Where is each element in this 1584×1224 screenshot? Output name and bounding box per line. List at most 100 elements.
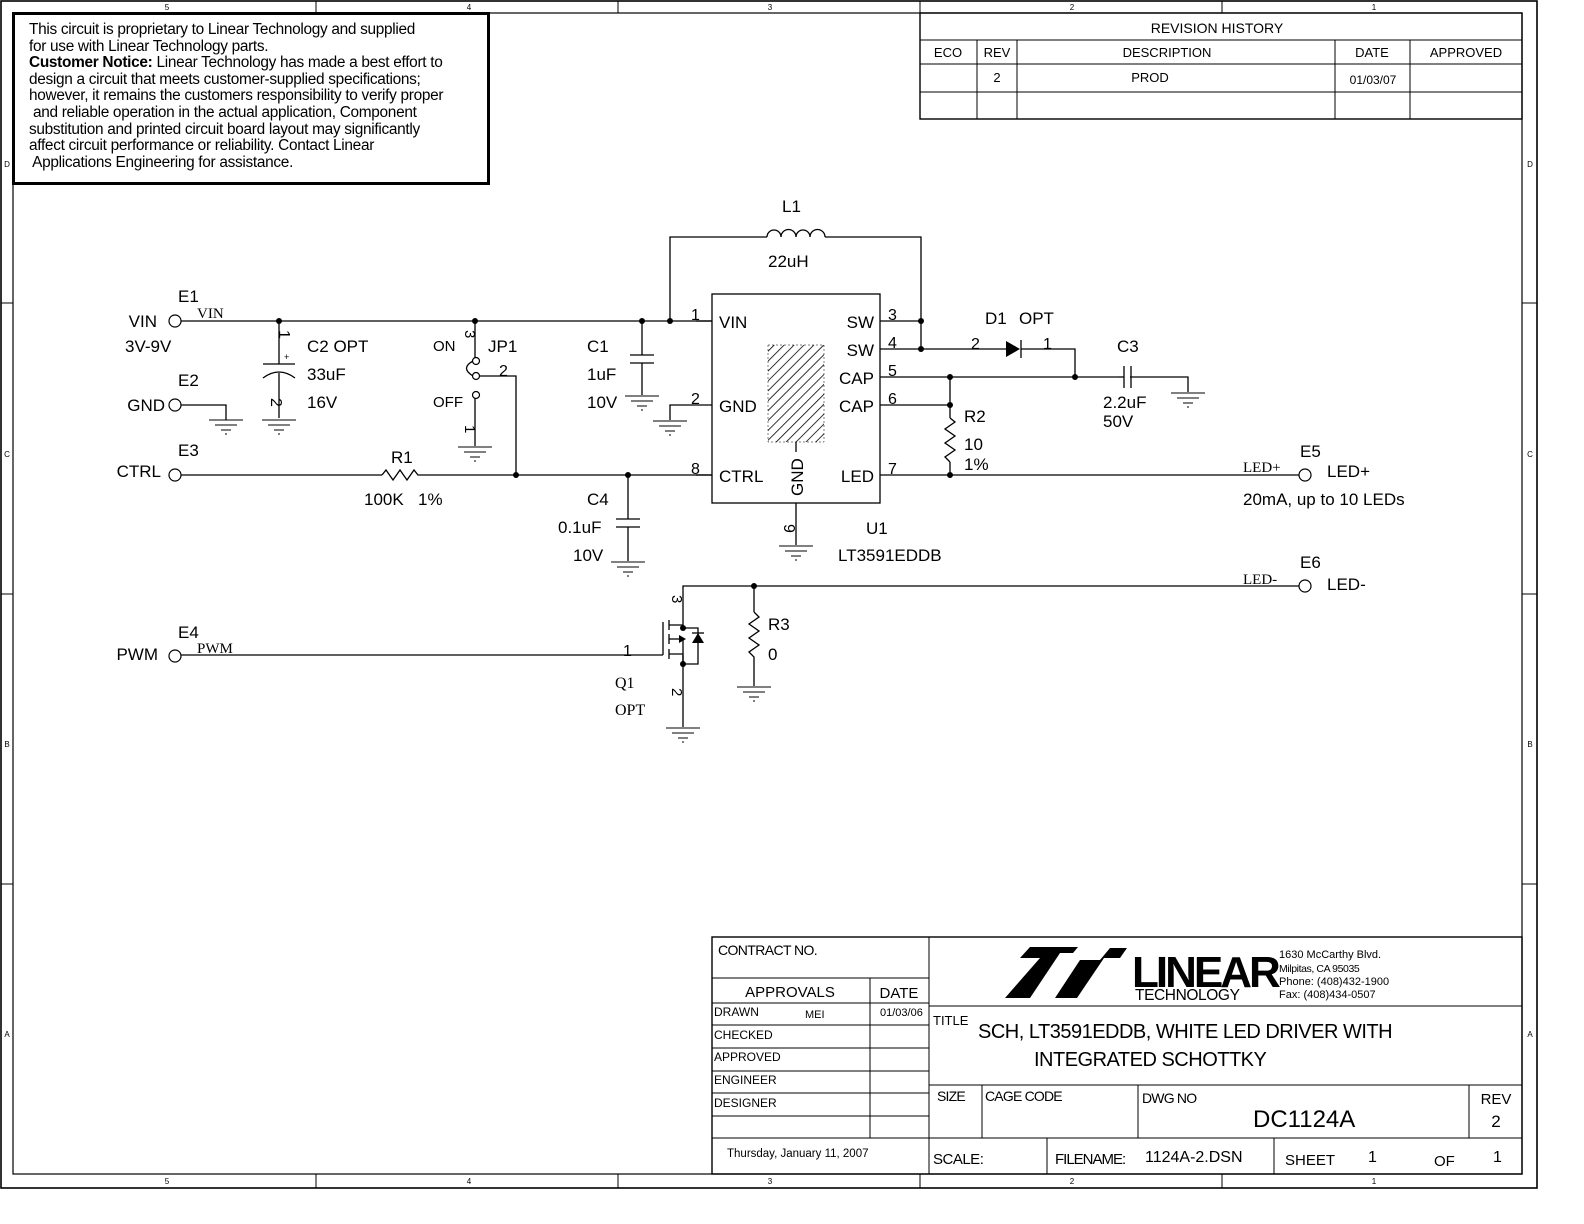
c2-ref: C2 OPT: [307, 337, 368, 356]
zone-bottom-4: 4: [467, 1177, 472, 1186]
zone-bottom-3: 3: [768, 1177, 773, 1186]
exposed-pad: [767, 344, 825, 443]
terminal-e4[interactable]: [168, 649, 182, 663]
rev-value: 2: [1491, 1112, 1500, 1131]
c2-polarity: +: [284, 352, 289, 362]
r3-value: 0: [768, 645, 777, 664]
terminals: [168, 314, 1312, 663]
approval-name: MEI: [805, 1009, 825, 1021]
drawing-title-line1: SCH, LT3591EDDB, WHITE LED DRIVER WITH: [978, 1021, 1392, 1043]
terminal-e6[interactable]: [1298, 579, 1312, 593]
e4-net: PWM: [197, 641, 233, 657]
d1-opt: OPT: [1019, 309, 1054, 328]
jumper-jp1: 3 2 1 ON OFF JP1: [433, 330, 517, 433]
e3-label: CTRL: [117, 462, 161, 481]
zone-top-4: 4: [467, 3, 472, 12]
drawing-title-line2: INTEGRATED SCHOTTKY: [1034, 1049, 1267, 1071]
jp1-pin3: 3: [461, 330, 478, 338]
revision-history-title: REVISION HISTORY: [1151, 20, 1284, 36]
r3-ref: R3: [768, 615, 790, 634]
rev-row1-date: 01/03/07: [1350, 73, 1397, 87]
resistor-r3: R3 0: [747, 611, 790, 664]
zone-right-a: A: [1527, 1030, 1533, 1039]
ground-icon: [652, 420, 688, 436]
r1-value: 100K: [364, 490, 404, 509]
fax: Fax: (408)434-0507: [1279, 989, 1376, 1001]
phone: Phone: (408)432-1900: [1279, 976, 1389, 988]
ground-icon: [665, 727, 701, 743]
logo-wordmark: LINEAR: [1132, 948, 1280, 997]
zone-top-3: 3: [768, 3, 773, 12]
e1-ref: E1: [178, 287, 199, 306]
capacitor-c4: C4 0.1uF 10V: [558, 490, 640, 565]
rev-header-eco: ECO: [934, 45, 962, 60]
scale-label: SCALE:: [933, 1151, 983, 1168]
zone-left-a: A: [4, 1030, 10, 1039]
zone-left-c: C: [4, 450, 10, 459]
zone-right-d: D: [1527, 160, 1533, 169]
wires: [181, 236, 1300, 727]
u1-ref: U1: [866, 519, 888, 538]
e3-ref: E3: [178, 441, 199, 460]
e6-net: LED-: [1243, 572, 1277, 588]
terminal-e2[interactable]: [168, 398, 182, 412]
terminal-labels: E1 VIN VIN 3V-9V E2 GND E3 CTRL E4 PWM P…: [116, 287, 1404, 664]
rev-label: REV: [1481, 1091, 1512, 1108]
u1-pin-num: 3: [888, 307, 897, 324]
title-block: CONTRACT NO. APPROVALS DATE DRAWN MEI 01…: [711, 936, 1523, 1175]
terminal-e1[interactable]: [168, 314, 182, 328]
e2-label: GND: [127, 396, 165, 415]
e5-ref: E5: [1300, 442, 1321, 461]
customer-notice-text: This circuit is proprietary to Linear Te…: [29, 21, 444, 171]
e5-label: LED+: [1327, 462, 1370, 481]
d1-ref: D1: [985, 309, 1007, 328]
u1-pad-num: 9: [780, 524, 797, 533]
e4-label: PWM: [116, 645, 158, 664]
ground-icon: [1170, 392, 1206, 408]
zone-right-b: B: [1527, 740, 1532, 749]
inductor-l1: L1 22uH: [766, 197, 826, 271]
c1-ref: C1: [587, 337, 609, 356]
linear-technology-logo: LINEAR TECHNOLOGY: [1005, 947, 1283, 1004]
r2-value: 10: [964, 435, 983, 454]
jp1-on: ON: [433, 338, 456, 355]
title-label: TITLE: [933, 1013, 969, 1028]
mosfet-q1: 3 1 2 Q1 OPT: [615, 595, 704, 719]
c1-voltage: 10V: [587, 393, 618, 412]
zone-bottom-1: 1: [1372, 1177, 1377, 1186]
ground-icon: [208, 419, 244, 435]
print-date: Thursday, January 11, 2007: [727, 1148, 869, 1160]
c3-ref: C3: [1117, 337, 1139, 356]
zone-left-b: B: [4, 740, 9, 749]
u1-pin-num: 2: [691, 391, 700, 408]
ground-icon: [457, 446, 493, 462]
sheet-total: 1: [1493, 1149, 1502, 1166]
u1-pin-num: 1: [691, 307, 700, 324]
approval-role: CHECKED: [714, 1028, 773, 1042]
rev-row1-rev: 2: [993, 70, 1000, 85]
u1-pin-num: 8: [691, 461, 700, 478]
address-line1: 1630 McCarthy Blvd.: [1279, 949, 1381, 961]
c4-value: 0.1uF: [558, 518, 601, 537]
r1-ref: R1: [391, 448, 413, 467]
terminal-e3[interactable]: [168, 468, 182, 482]
u1-pin-name: CTRL: [719, 467, 763, 486]
capacitor-c3: C3 2.2uF 50V: [1103, 337, 1146, 431]
ground-icon: [261, 419, 297, 435]
e2-ref: E2: [178, 371, 199, 390]
date-label: DATE: [880, 985, 919, 1002]
filename: 1124A-2.DSN: [1145, 1149, 1243, 1166]
ground-icon: [736, 686, 772, 702]
size-label: SIZE: [937, 1088, 965, 1104]
e5-note: 20mA, up to 10 LEDs: [1243, 490, 1405, 509]
approval-role: DESIGNER: [714, 1096, 777, 1110]
rev-row1-description: PROD: [1131, 70, 1169, 85]
approval-date: 01/03/06: [880, 1007, 923, 1019]
c2-pin2: 2: [267, 398, 284, 407]
zone-bottom-5: 5: [165, 1177, 170, 1186]
e4-ref: E4: [178, 623, 199, 642]
address-line2: Milpitas, CA 95035: [1279, 963, 1360, 975]
c3-voltage: 50V: [1103, 412, 1134, 431]
terminal-e5[interactable]: [1298, 468, 1312, 482]
approvals-label: APPROVALS: [745, 984, 835, 1001]
